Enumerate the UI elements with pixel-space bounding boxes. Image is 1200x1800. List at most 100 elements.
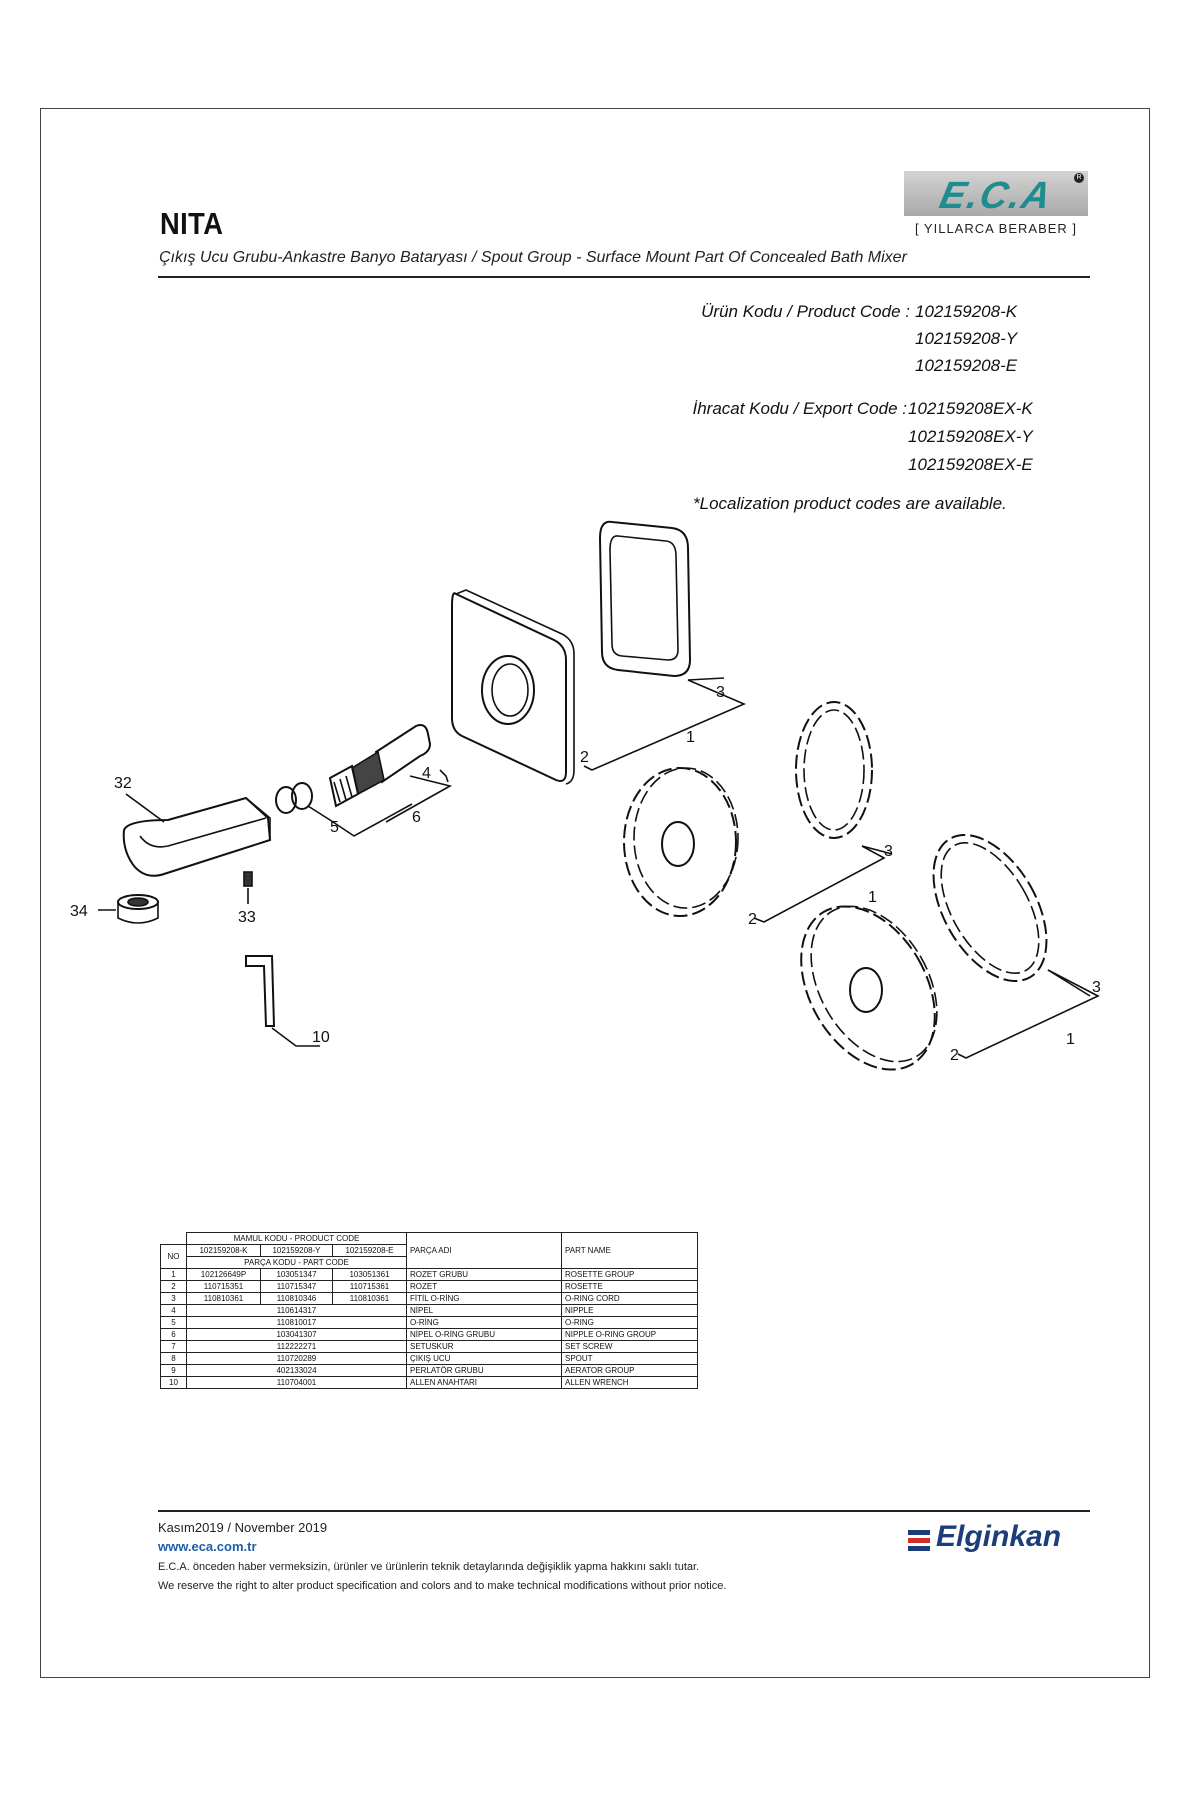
callout-3b: 3 xyxy=(884,843,893,860)
cell-no: 3 xyxy=(160,1292,187,1305)
callout-1c: 1 xyxy=(1066,1031,1075,1048)
oring-left xyxy=(275,786,297,814)
elginkan-logo-text: Elginkan xyxy=(936,1520,1062,1553)
nipple-body xyxy=(374,724,432,784)
cell-code: 402133024 xyxy=(186,1364,407,1377)
cell-part-name: AERATOR GROUP xyxy=(561,1364,698,1377)
cell-code: 103041307 xyxy=(186,1328,407,1341)
cell-part-name: ROSETTE GROUP xyxy=(561,1268,698,1281)
cell-code: 110810361 xyxy=(186,1292,261,1305)
document-frame xyxy=(40,108,1150,1678)
square-rosette-side xyxy=(455,589,575,785)
cell-no: 5 xyxy=(160,1316,187,1329)
footer-divider xyxy=(158,1510,1090,1512)
oring-right xyxy=(291,782,313,810)
cell-code: 103051361 xyxy=(332,1268,407,1281)
cell-part-name: O-RING CORD xyxy=(561,1292,698,1305)
cell-code: 110715351 xyxy=(186,1280,261,1293)
cell-parca-adi: PERLATÖR GRUBU xyxy=(406,1364,562,1377)
cell-part-name: NIPPLE xyxy=(561,1304,698,1317)
table-row: 9 402133024 PERLATÖR GRUBU AERATOR GROUP xyxy=(160,1364,698,1377)
header-divider xyxy=(158,276,1090,278)
cell-parca-adi: ALLEN ANAHTARI xyxy=(406,1376,562,1389)
cell-parca-adi: NİPEL O-RİNG GRUBU xyxy=(406,1328,562,1341)
col-code-e: 102159208-E xyxy=(332,1244,407,1257)
product-subtitle: Çıkış Ucu Grubu-Ankastre Banyo Bataryası… xyxy=(159,249,907,266)
table-row: 5 110810017 O-RİNG O-RING xyxy=(160,1316,698,1329)
callout-1a: 1 xyxy=(686,729,695,746)
round-oring-outer xyxy=(795,701,873,839)
export-code-y: 102159208EX-Y xyxy=(908,427,1033,446)
cell-part-name: NIPPLE O-RING GROUP xyxy=(561,1328,698,1341)
cell-part-name: ALLEN WRENCH xyxy=(561,1376,698,1389)
cell-no: 10 xyxy=(160,1376,187,1389)
cell-no: 7 xyxy=(160,1340,187,1353)
cell-parca-adi: ÇIKIŞ UCU xyxy=(406,1352,562,1365)
cell-code: 110715347 xyxy=(260,1280,333,1293)
cell-no: 4 xyxy=(160,1304,187,1317)
cell-no: 2 xyxy=(160,1280,187,1293)
callout-2b: 2 xyxy=(748,911,757,928)
product-code-label: Ürün Kodu / Product Code : xyxy=(701,302,910,321)
export-code-label: İhracat Kodu / Export Code : xyxy=(692,399,907,418)
cell-no: 9 xyxy=(160,1364,187,1377)
col-code-k: 102159208-K xyxy=(186,1244,261,1257)
spout-body xyxy=(122,796,272,877)
table-row: 2 110715351 110715347 110715361 ROZET RO… xyxy=(160,1280,698,1293)
square-oring-shape xyxy=(598,520,692,678)
cell-code: 110715361 xyxy=(332,1280,407,1293)
cell-code: 110720289 xyxy=(186,1352,407,1365)
elginkan-mark-bar xyxy=(908,1546,930,1551)
mamul-header: MAMUL KODU - PRODUCT CODE xyxy=(186,1232,407,1245)
parts-table: MAMUL KODU - PRODUCT CODE PARÇA ADI PART… xyxy=(160,1232,698,1389)
callout-2a: 2 xyxy=(580,749,589,766)
parca-header: PARÇA KODU - PART CODE xyxy=(186,1256,407,1269)
callout-5: 5 xyxy=(330,819,339,836)
col-part-name: PART NAME xyxy=(561,1232,698,1269)
footer-url-link[interactable]: www.eca.com.tr xyxy=(158,1539,257,1554)
cell-no: 6 xyxy=(160,1328,187,1341)
col-parca-adi: PARÇA ADI xyxy=(406,1232,562,1269)
cell-part-name: O-RING xyxy=(561,1316,698,1329)
round-rosette-hole xyxy=(661,821,695,867)
callout-4: 4 xyxy=(422,765,431,782)
cell-code: 102126649P xyxy=(186,1268,261,1281)
allen-wrench xyxy=(245,955,276,1027)
product-code-e: 102159208-E xyxy=(915,356,1018,375)
product-code-y: 102159208-Y xyxy=(915,329,1018,348)
eca-logo: E.C.A R xyxy=(904,171,1088,217)
cell-parca-adi: SETUSKUR xyxy=(406,1340,562,1353)
col-no: NO xyxy=(160,1244,187,1269)
table-row: 4 110614317 NİPEL NIPPLE xyxy=(160,1304,698,1317)
cell-part-name: SET SCREW xyxy=(561,1340,698,1353)
square-oring-inner xyxy=(609,535,679,661)
product-code-k: 102159208-K xyxy=(915,302,1018,321)
callout-34: 34 xyxy=(70,903,88,920)
cell-no: 8 xyxy=(160,1352,187,1365)
square-rosette-face xyxy=(451,592,567,782)
cell-parca-adi: NİPEL xyxy=(406,1304,562,1317)
export-code-e: 102159208EX-E xyxy=(908,455,1033,474)
export-code-k: 102159208EX-K xyxy=(908,399,1033,418)
cell-code: 110810017 xyxy=(186,1316,407,1329)
cell-code: 110810346 xyxy=(260,1292,333,1305)
callout-2c: 2 xyxy=(950,1047,959,1064)
cell-parca-adi: ROZET xyxy=(406,1280,562,1293)
product-title: NITA xyxy=(160,206,224,241)
elginkan-mark-bar xyxy=(908,1530,930,1535)
footer-disclaimer-en: We reserve the right to alter product sp… xyxy=(158,1580,727,1592)
table-row: 8 110720289 ÇIKIŞ UCU SPOUT xyxy=(160,1352,698,1365)
square-rosette-hole xyxy=(481,655,535,725)
footer-disclaimer-tr: E.C.A. önceden haber vermeksizin, ürünle… xyxy=(158,1561,700,1573)
set-screw xyxy=(243,871,253,887)
col-code-y: 102159208-Y xyxy=(260,1244,333,1257)
callout-6: 6 xyxy=(412,809,421,826)
oval-rosette-hole xyxy=(849,967,883,1013)
eca-tagline: [ YILLARCA BERABER ] xyxy=(914,221,1078,236)
cell-code: 110810361 xyxy=(332,1292,407,1305)
callout-32: 32 xyxy=(114,775,132,792)
footer-date: Kasım2019 / November 2019 xyxy=(158,1520,328,1535)
cell-code: 112222271 xyxy=(186,1340,407,1353)
localization-note: *Localization product codes are availabl… xyxy=(693,494,1007,513)
